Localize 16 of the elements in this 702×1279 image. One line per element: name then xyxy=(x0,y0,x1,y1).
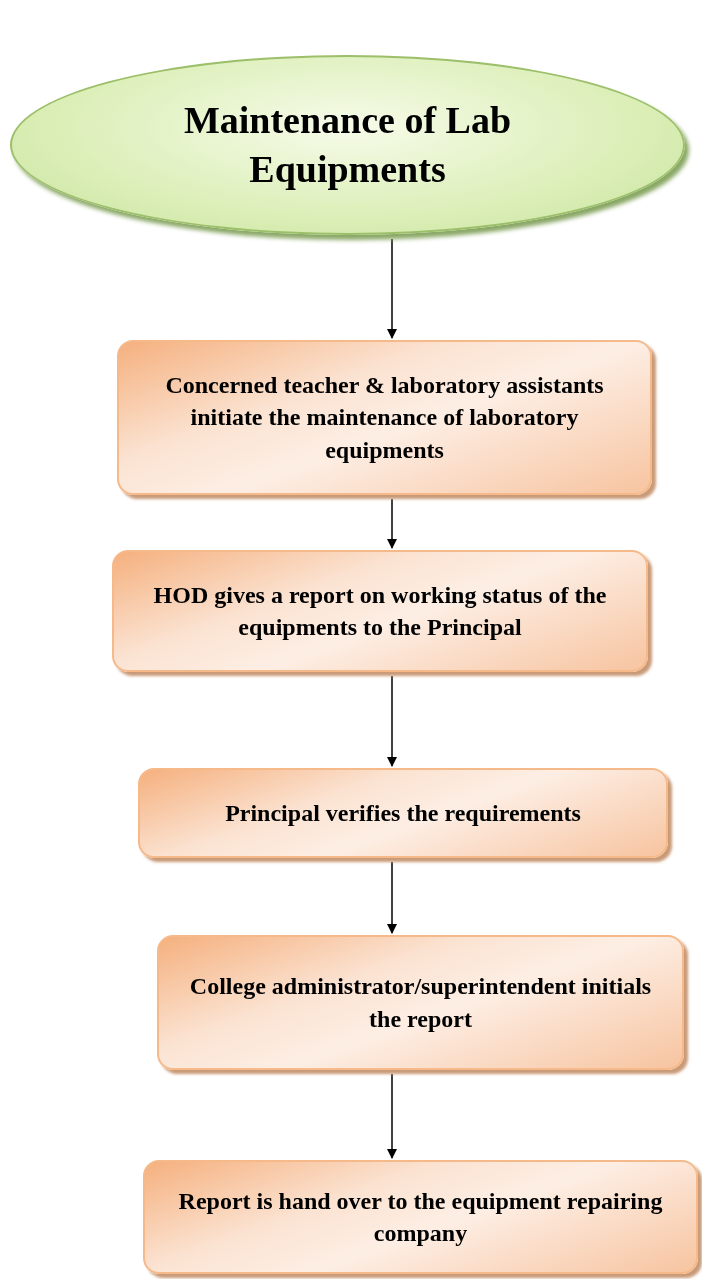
process-box xyxy=(117,340,652,495)
step-text: Report is hand over to the equipment repairing company xyxy=(177,1186,664,1248)
step-text: HOD gives a report on working status of the equipments to the Principal xyxy=(152,580,608,642)
process-box xyxy=(157,935,684,1070)
process-box xyxy=(143,1160,698,1274)
step-text: College administrator/superintendent initials the report xyxy=(188,972,653,1034)
process-box xyxy=(138,768,668,858)
arrow xyxy=(387,238,397,339)
process-box xyxy=(112,550,648,672)
step-text: Principal verifies the requirements xyxy=(225,798,581,828)
arrow xyxy=(387,498,397,549)
arrow xyxy=(387,675,397,767)
step-text: Concerned teacher & laboratory assistants initiate the maintenance of laboratory equipments xyxy=(164,370,605,465)
title-text: Maintenance of Lab Equipments xyxy=(182,97,513,192)
arrow xyxy=(387,1073,397,1159)
arrow xyxy=(387,861,397,934)
